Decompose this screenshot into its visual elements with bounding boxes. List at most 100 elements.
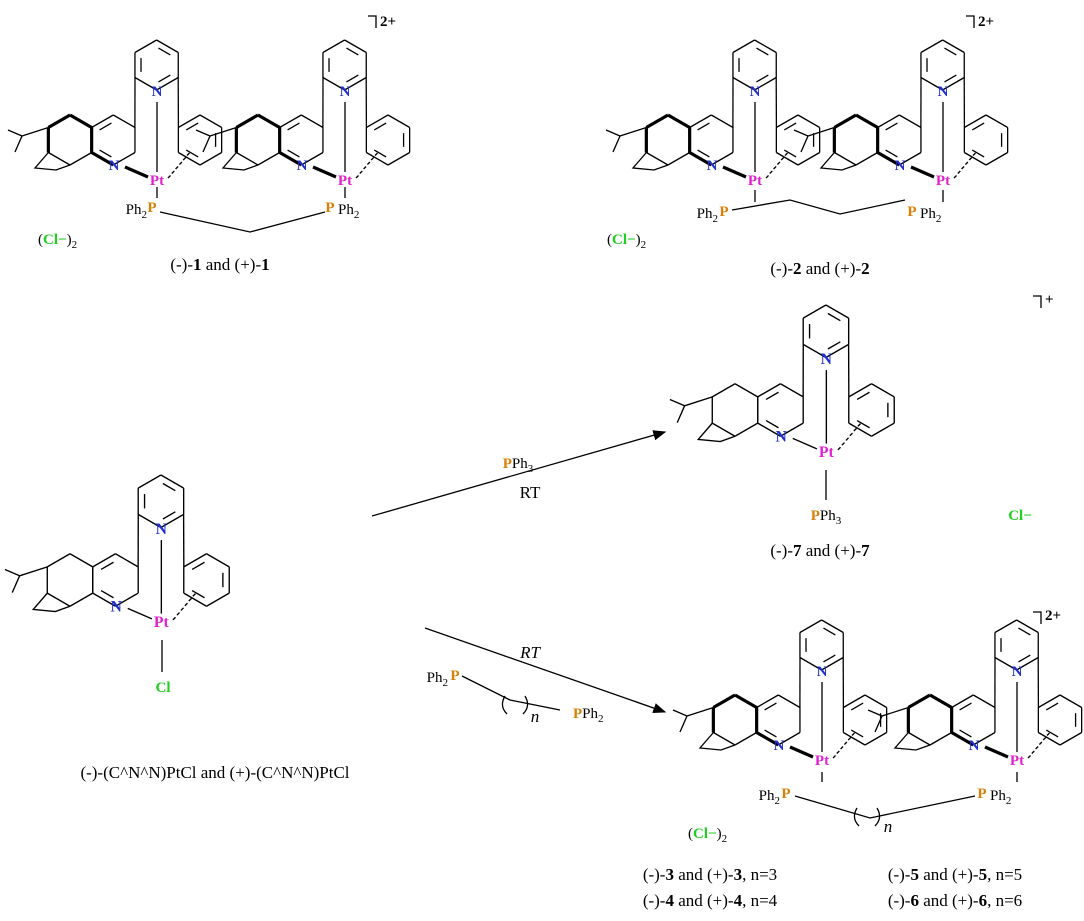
methyl — [684, 396, 713, 407]
ring-bond — [646, 151, 669, 166]
central-pyridine-ring — [799, 619, 844, 671]
charge-2plus: 2+ — [978, 14, 994, 30]
pyridine-ring — [755, 694, 801, 747]
ring-bond — [777, 694, 801, 709]
hash — [178, 161, 183, 165]
ring-bond — [985, 114, 1008, 129]
hash — [857, 423, 861, 427]
pinene-ring — [711, 693, 758, 746]
pinene-ring — [234, 113, 281, 166]
ring-double-bond — [944, 47, 957, 56]
ring-double-bond — [959, 729, 972, 738]
pyridine-ring — [950, 694, 996, 747]
hash — [171, 170, 175, 174]
ring-bond — [645, 113, 669, 129]
linker — [794, 795, 976, 819]
hash — [843, 741, 848, 745]
ph2p-left: Ph2 — [126, 202, 147, 221]
ring-bond — [667, 113, 691, 129]
charge-plus: + — [1045, 292, 1054, 308]
hash — [776, 161, 781, 165]
ring-bond — [994, 656, 1017, 671]
reaction-arrow-bottom — [424, 627, 667, 714]
central-pyridine-ring — [920, 39, 965, 91]
ring-bond — [69, 151, 92, 166]
ring-double-bond — [697, 149, 710, 158]
ring-double-bond — [856, 419, 870, 429]
ring-double-bond — [971, 149, 985, 158]
ring-double-bond — [373, 149, 387, 158]
ring-bond — [797, 151, 820, 166]
ring-bond — [972, 731, 996, 746]
ring-bond — [92, 592, 116, 607]
ring-double-bond — [346, 74, 359, 83]
methyl — [807, 126, 835, 137]
ring-bond — [387, 114, 410, 129]
ring-bond — [257, 151, 280, 166]
hash — [964, 161, 969, 165]
ph2p-left: Ph2 — [759, 788, 780, 807]
ring-double-bond — [697, 122, 710, 131]
ring-bond — [821, 619, 844, 634]
ring-bond — [942, 39, 965, 54]
central-pyridine-ring — [994, 619, 1039, 671]
ring-double-bond — [287, 149, 300, 158]
atom-n: N — [774, 738, 785, 754]
pt-n-bond — [910, 165, 935, 179]
hash — [188, 597, 192, 602]
ring-bond — [780, 422, 804, 437]
methyl — [7, 129, 23, 137]
ring-bond — [864, 731, 887, 746]
ring-bond — [710, 151, 734, 166]
ring-double-bond — [346, 47, 359, 56]
ring-bond — [1038, 731, 1061, 746]
ring-bond — [871, 383, 895, 398]
ring-bond — [160, 474, 185, 489]
pph2-right: Ph2 — [920, 206, 941, 225]
linker — [731, 199, 906, 215]
ring-double-bond — [158, 74, 171, 83]
pyridine-ring — [757, 383, 804, 437]
ring-double-bond — [191, 561, 205, 571]
ring-bond — [710, 114, 734, 129]
pyridine-ring — [876, 114, 922, 167]
ring-bond — [206, 553, 230, 568]
atom-pt: Pt — [936, 173, 950, 189]
atom-n: N — [776, 429, 788, 446]
compound-label-3: (-)-3 and (+)-3, n=3 — [643, 865, 777, 884]
ring-bond — [156, 39, 179, 54]
ring-bond — [929, 693, 953, 709]
reagent-pph3: PPh3 — [503, 456, 534, 475]
ring-bond — [689, 114, 712, 129]
ring-bond — [821, 656, 844, 671]
hash — [366, 161, 371, 165]
methyl — [874, 715, 883, 733]
methyl — [672, 709, 688, 717]
hash — [784, 152, 788, 156]
ring-double-bond — [185, 122, 199, 131]
ring-double-bond — [765, 419, 779, 429]
bridge — [696, 422, 736, 443]
ring-bond — [115, 592, 139, 607]
ring-bond — [46, 592, 71, 607]
ring-bond — [964, 151, 987, 166]
pinene-ring — [711, 383, 759, 437]
ring-bond — [322, 76, 345, 91]
ring-bond — [951, 694, 974, 709]
ring-bond — [755, 731, 780, 747]
ring-bond — [236, 151, 259, 166]
methyl — [14, 135, 23, 153]
methyl — [867, 709, 883, 717]
compound-label-1: (-)-1 and (+)-1 — [170, 255, 269, 274]
pt-n-bond — [789, 745, 814, 759]
ring-double-bond — [756, 47, 769, 56]
ring-bond — [776, 114, 799, 129]
ring-bond — [90, 151, 115, 167]
ring-bond — [734, 693, 758, 709]
central-pyridine-ring — [322, 39, 367, 91]
ring-bond — [757, 383, 781, 398]
